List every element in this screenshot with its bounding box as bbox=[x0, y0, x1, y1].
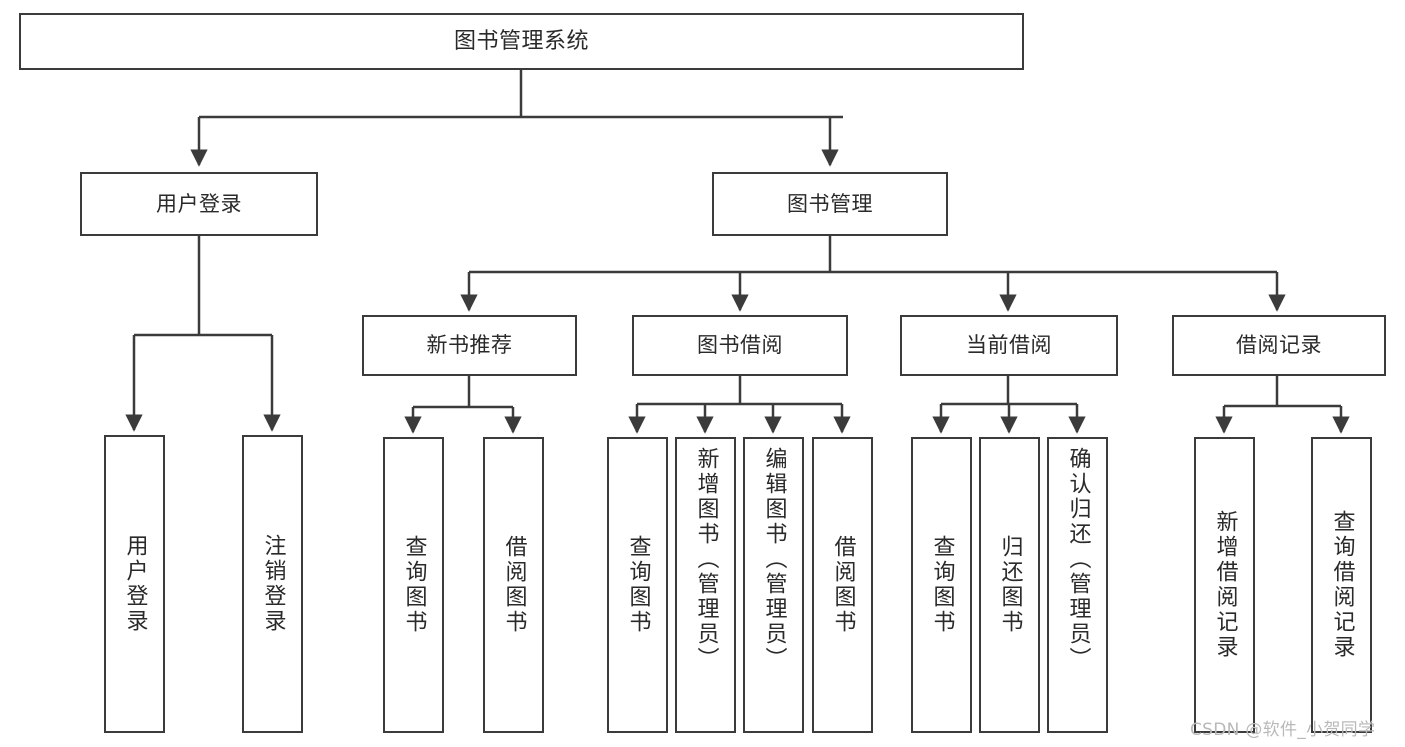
node-root-label: 图书管理系统 bbox=[453, 28, 589, 54]
node-leaf-edit-book[interactable]: 编辑图书（管理员） bbox=[743, 437, 804, 733]
node-book-manage-label: 图书管理 bbox=[787, 191, 873, 216]
node-borrow-record[interactable]: 借阅记录 bbox=[1172, 315, 1386, 376]
node-leaf-query-book-3[interactable]: 查询图书 bbox=[911, 437, 972, 733]
csdn-watermark: CSDN @软件_小贺同学 bbox=[1190, 720, 1376, 740]
node-leaf-query-record-label: 查询借阅记录 bbox=[1329, 510, 1355, 660]
node-book-manage[interactable]: 图书管理 bbox=[712, 172, 948, 236]
node-leaf-query-book-1-label: 查询图书 bbox=[401, 535, 427, 635]
node-leaf-add-book-label: 新增图书（管理员） bbox=[693, 447, 719, 672]
node-book-borrow-label: 图书借阅 bbox=[697, 333, 783, 358]
node-leaf-confirm-return[interactable]: 确认归还（管理员） bbox=[1047, 437, 1108, 733]
node-book-borrow[interactable]: 图书借阅 bbox=[632, 315, 848, 376]
node-root[interactable]: 图书管理系统 bbox=[19, 13, 1024, 70]
node-leaf-query-record[interactable]: 查询借阅记录 bbox=[1311, 437, 1372, 733]
node-leaf-user-login-label: 用户登录 bbox=[122, 534, 148, 634]
node-current-borrow[interactable]: 当前借阅 bbox=[900, 315, 1118, 376]
node-leaf-query-book-3-label: 查询图书 bbox=[929, 535, 955, 635]
node-leaf-borrow-book-1-label: 借阅图书 bbox=[501, 535, 527, 635]
node-leaf-return-book[interactable]: 归还图书 bbox=[979, 437, 1040, 733]
node-borrow-record-label: 借阅记录 bbox=[1236, 333, 1322, 358]
node-leaf-borrow-book-2-label: 借阅图书 bbox=[830, 535, 856, 635]
node-leaf-add-record[interactable]: 新增借阅记录 bbox=[1194, 437, 1255, 733]
node-leaf-borrow-book-1[interactable]: 借阅图书 bbox=[483, 437, 544, 733]
node-leaf-borrow-book-2[interactable]: 借阅图书 bbox=[812, 437, 873, 733]
node-leaf-logout-login-label: 注销登录 bbox=[260, 534, 286, 634]
node-user-login[interactable]: 用户登录 bbox=[80, 172, 318, 236]
node-leaf-query-book-2[interactable]: 查询图书 bbox=[607, 437, 668, 733]
node-leaf-query-book-2-label: 查询图书 bbox=[625, 535, 651, 635]
node-current-borrow-label: 当前借阅 bbox=[966, 333, 1052, 358]
node-leaf-add-record-label: 新增借阅记录 bbox=[1212, 510, 1238, 660]
node-leaf-add-book[interactable]: 新增图书（管理员） bbox=[675, 437, 736, 733]
node-leaf-confirm-return-label: 确认归还（管理员） bbox=[1065, 447, 1091, 672]
node-leaf-logout-login[interactable]: 注销登录 bbox=[242, 435, 303, 733]
node-leaf-return-book-label: 归还图书 bbox=[997, 535, 1023, 635]
node-new-book-rec-label: 新书推荐 bbox=[426, 333, 513, 358]
node-user-login-label: 用户登录 bbox=[156, 191, 242, 216]
node-new-book-rec[interactable]: 新书推荐 bbox=[362, 315, 577, 376]
node-leaf-query-book-1[interactable]: 查询图书 bbox=[383, 437, 444, 733]
node-leaf-edit-book-label: 编辑图书（管理员） bbox=[761, 447, 787, 672]
node-leaf-user-login[interactable]: 用户登录 bbox=[104, 435, 165, 733]
